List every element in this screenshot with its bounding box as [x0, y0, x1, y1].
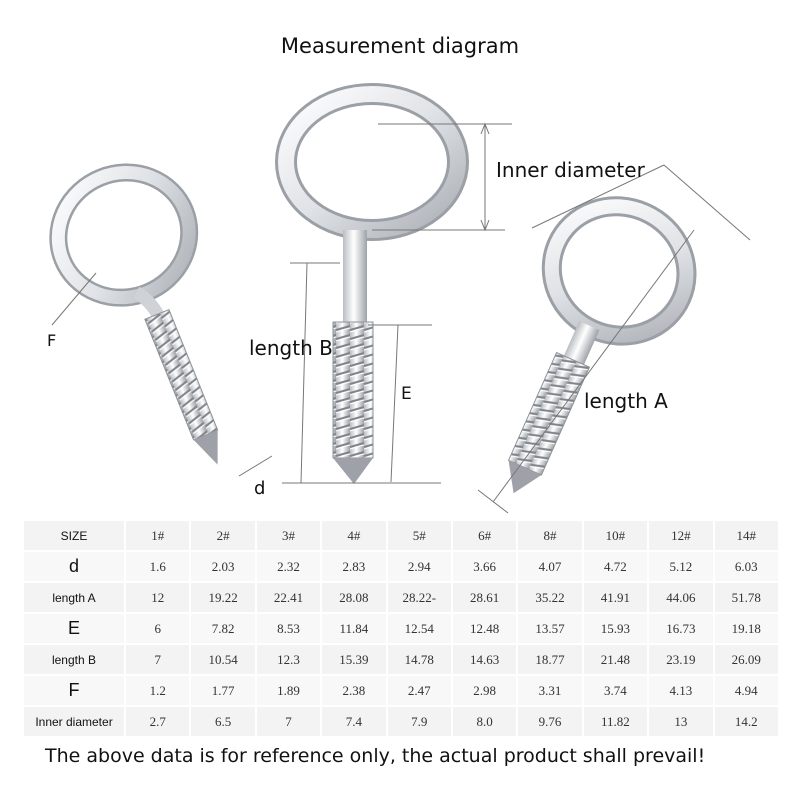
table-cell: 1.89 [254, 674, 323, 707]
table-cell: 19.18 [712, 612, 781, 645]
table-cell: 12.54 [385, 612, 453, 645]
table-cell: 51.78 [712, 581, 781, 614]
table-cell: 10.54 [189, 643, 257, 676]
table-cell: 13 [647, 705, 715, 738]
table-cell: 8.53 [254, 612, 323, 645]
size-cell: 3# [254, 519, 323, 552]
table-cell: 35.22 [516, 581, 584, 614]
size-cell: 8# [516, 519, 584, 552]
inner-diameter-label: Inner diameter [496, 158, 645, 182]
table-cell: 2.94 [385, 550, 453, 583]
table-cell: 7.4 [320, 705, 388, 738]
table-cell: 2.38 [320, 674, 388, 707]
dimension-lines [51, 122, 751, 514]
table-cell: 12.3 [254, 643, 323, 676]
table-row: length A 12 19.22 22.41 28.08 28.22- 28.… [22, 581, 781, 614]
table-cell: 9.76 [516, 705, 584, 738]
table-row: F 1.2 1.77 1.89 2.38 2.47 2.98 3.31 3.74… [22, 674, 781, 707]
table-cell: 28.61 [450, 581, 519, 614]
table-cell: 4.72 [581, 550, 650, 583]
table-cell: 11.82 [581, 705, 650, 738]
table-cell: 6 [123, 612, 192, 645]
table-cell: 1.77 [189, 674, 257, 707]
table-row: d 1.6 2.03 2.32 2.83 2.94 3.66 4.07 4.72… [22, 550, 781, 583]
table-cell: 44.06 [647, 581, 715, 614]
table-cell: 3.74 [581, 674, 650, 707]
table-cell: 3.31 [516, 674, 584, 707]
table-row: length B 7 10.54 12.3 15.39 14.78 14.63 … [22, 643, 781, 676]
table-cell: 21.48 [581, 643, 650, 676]
size-header: SIZE [22, 519, 126, 552]
table-cell: 15.39 [320, 643, 388, 676]
middle-screw-eye [275, 83, 469, 484]
length-a-label: length A [584, 389, 668, 413]
table-cell: 41.91 [581, 581, 650, 614]
d-label: d [254, 478, 266, 499]
table-cell: 14.63 [450, 643, 519, 676]
screw-eye-diagram [49, 83, 751, 514]
size-cell: 5# [385, 519, 453, 552]
table-cell: 8.0 [450, 705, 519, 738]
table-row: E 6 7.82 8.53 11.84 12.54 12.48 13.57 15… [22, 612, 781, 645]
table-cell: 12 [123, 581, 192, 614]
size-cell: 2# [189, 519, 257, 552]
diagram-title: Measurement diagram [280, 34, 520, 58]
table-cell: 28.08 [320, 581, 388, 614]
table-cell: 18.77 [516, 643, 584, 676]
size-cell: 12# [647, 519, 715, 552]
table-cell: 7.9 [385, 705, 453, 738]
table-cell: 28.22- [385, 581, 453, 614]
table-cell: 4.94 [712, 674, 781, 707]
table-cell: 7.82 [189, 612, 257, 645]
row-label-length-b: length B [22, 643, 126, 676]
table-cell: 22.41 [254, 581, 323, 614]
table-cell: 3.66 [450, 550, 519, 583]
table-cell: 19.22 [189, 581, 257, 614]
table-cell: 11.84 [320, 612, 388, 645]
size-spec-table: SIZE 1# 2# 3# 4# 5# 6# 8# 10# 12# 14# d … [22, 519, 781, 738]
right-screw-eye [507, 196, 697, 494]
table-cell: 14.2 [712, 705, 781, 738]
e-label: E [401, 384, 412, 404]
table-cell: 1.2 [123, 674, 192, 707]
table-cell: 2.32 [254, 550, 323, 583]
row-label-length-a: length A [22, 581, 126, 614]
length-b-label: length B [249, 336, 333, 360]
table-cell: 13.57 [516, 612, 584, 645]
table-cell: 14.78 [385, 643, 453, 676]
table-cell: 6.5 [189, 705, 257, 738]
size-cell: 6# [450, 519, 519, 552]
table-cell: 1.6 [123, 550, 192, 583]
disclaimer-footnote: The above data is for reference only, th… [45, 745, 706, 767]
table-cell: 7 [254, 705, 323, 738]
size-cell: 4# [320, 519, 388, 552]
table-cell: 4.13 [647, 674, 715, 707]
size-cell: 10# [581, 519, 650, 552]
table-cell: 2.7 [123, 705, 192, 738]
table-cell: 5.12 [647, 550, 715, 583]
row-label-d: d [22, 550, 126, 583]
table-row: Inner diameter 2.7 6.5 7 7.4 7.9 8.0 9.7… [22, 705, 781, 738]
table-cell: 2.47 [385, 674, 453, 707]
table-cell: 6.03 [712, 550, 781, 583]
size-cell: 14# [712, 519, 781, 552]
table-cell: 26.09 [712, 643, 781, 676]
table-cell: 7 [123, 643, 192, 676]
row-label-inner-diameter: Inner diameter [22, 705, 126, 738]
left-screw-eye [49, 163, 219, 465]
table-cell: 2.98 [450, 674, 519, 707]
table-cell: 2.03 [189, 550, 257, 583]
row-label-f: F [22, 674, 126, 707]
table-cell: 12.48 [450, 612, 519, 645]
table-cell: 23.19 [647, 643, 715, 676]
table-cell: 16.73 [647, 612, 715, 645]
row-label-e: E [22, 612, 126, 645]
table-header-row: SIZE 1# 2# 3# 4# 5# 6# 8# 10# 12# 14# [22, 519, 781, 552]
table-cell: 15.93 [581, 612, 650, 645]
f-label: F [47, 331, 57, 350]
table-cell: 2.83 [320, 550, 388, 583]
size-cell: 1# [123, 519, 192, 552]
table-cell: 4.07 [516, 550, 584, 583]
